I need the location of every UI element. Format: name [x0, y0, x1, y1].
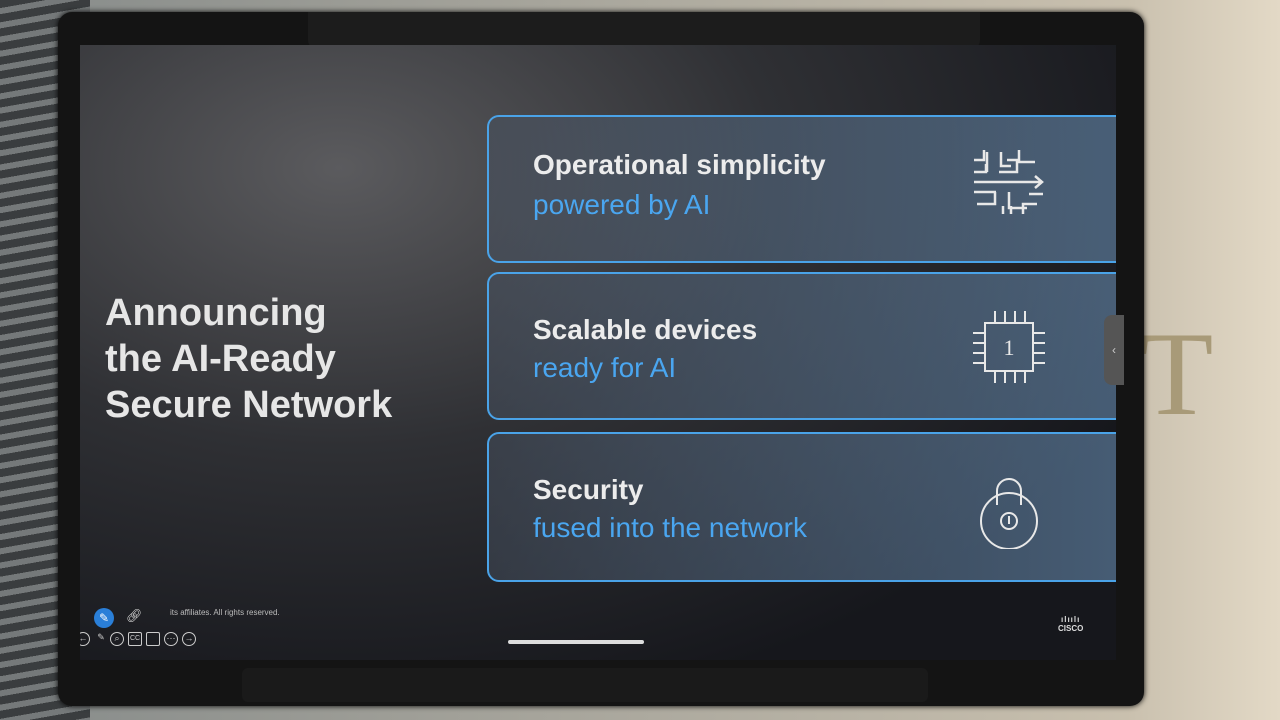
wall-letter-decoration: T [1140, 307, 1214, 440]
title-line: Secure Network [105, 384, 393, 426]
pen-icon[interactable]: ✎ [97, 632, 105, 642]
card-subheading: powered by AI [533, 189, 711, 220]
cisco-logo: ılıılı CISCO [1058, 615, 1084, 633]
copyright-footer: its affiliates. All rights reserved. [170, 608, 280, 617]
link-icon[interactable]: 🔗︎ [126, 608, 143, 623]
card-operational-simplicity: Operational simplicity powered by AI [487, 115, 1116, 263]
annotate-icon[interactable]: ✎ [94, 608, 114, 628]
more-icon[interactable]: ⋯ [164, 632, 178, 646]
card-security: Security fused into the network [487, 432, 1116, 582]
back-icon[interactable]: ← [80, 632, 90, 646]
side-panel-chevron-icon[interactable]: ‹ [1104, 315, 1124, 385]
title-line: Announcing [105, 292, 327, 334]
padlock-icon [980, 478, 1038, 549]
card-subheading: fused into the network [533, 512, 807, 543]
captions-icon[interactable]: CC [128, 632, 142, 646]
forward-icon[interactable]: → [182, 632, 196, 646]
card-heading: Operational simplicity [533, 149, 826, 180]
slide-screen: Announcing the AI-Ready Secure Network O… [80, 45, 1116, 660]
card-heading: Security [533, 474, 644, 505]
circuit-arrow-icon [974, 150, 1044, 214]
panel-icon[interactable] [146, 632, 160, 646]
home-indicator[interactable] [508, 640, 644, 644]
camera-bar [308, 12, 980, 50]
title-line: the AI-Ready [105, 338, 336, 380]
chip-label: 1 [1004, 335, 1015, 360]
chip-icon: 1 [973, 311, 1045, 383]
card-heading: Scalable devices [533, 314, 758, 345]
zoom-icon[interactable]: ⌕ [110, 632, 124, 646]
presentation-toolbar: ✎ 🔗︎ ← ✎ ⌕ CC ⋯ → [80, 600, 280, 650]
soundbar [242, 668, 928, 702]
card-subheading: ready for AI [533, 352, 677, 383]
logo-text: CISCO [1058, 624, 1084, 633]
slide-title: Announcing the AI-Ready Secure Network [105, 290, 392, 428]
card-scalable-devices: Scalable devices ready for AI 1 [487, 272, 1116, 420]
